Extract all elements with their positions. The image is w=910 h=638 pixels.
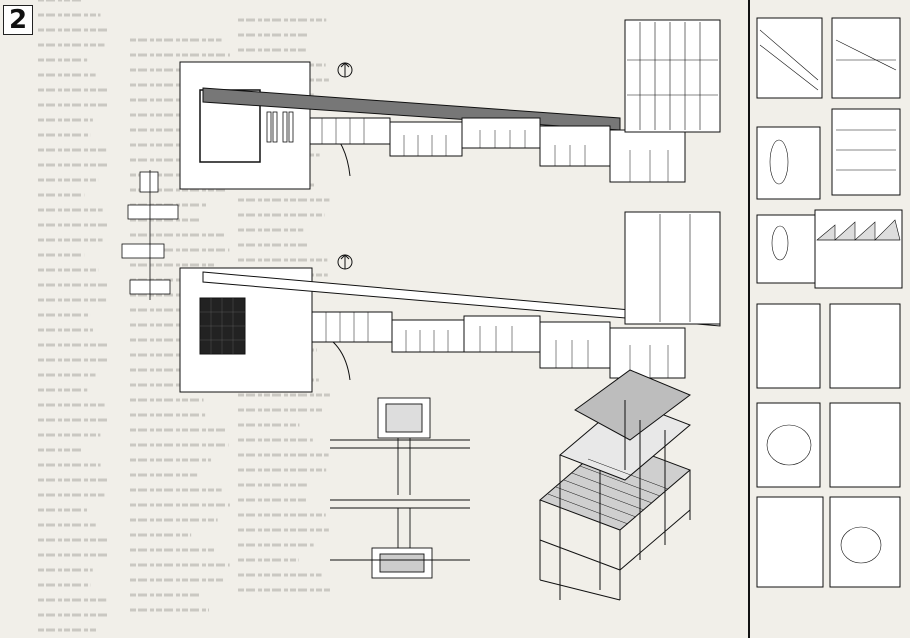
plate-number: 2: [3, 5, 33, 35]
left-section-details: [121, 170, 179, 300]
lower-room-partitions: [325, 312, 669, 378]
detail-sections: [330, 397, 470, 579]
right-panel: [748, 0, 903, 638]
axonometric-frame: [539, 369, 691, 601]
upper-auditorium-seating: [266, 111, 294, 143]
upper-site-plan: [179, 19, 721, 190]
lower-hall-grid: [659, 214, 691, 322]
lower-hall-pattern: [200, 298, 245, 354]
lower-site-plan: [179, 211, 721, 393]
seating-layout-thumbnails: [756, 17, 903, 588]
upper-hall-grid: [627, 22, 718, 130]
upper-room-partitions: [321, 118, 669, 182]
